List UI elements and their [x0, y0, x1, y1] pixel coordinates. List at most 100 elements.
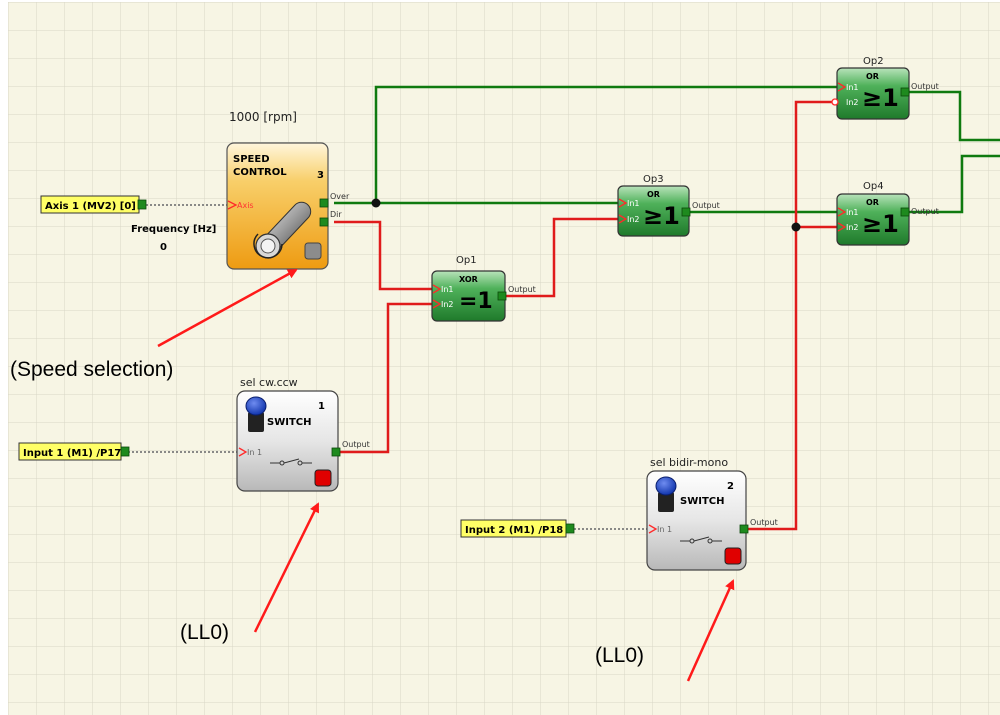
switch2-pin-in1: In 1 — [657, 525, 672, 534]
switch1-pin-output: Output — [342, 440, 370, 449]
annotation-speed-selection: (Speed selection) — [10, 358, 173, 381]
switch1-in1-pin-icon — [238, 447, 248, 457]
op4-output-port[interactable] — [900, 207, 910, 217]
input-input2-port[interactable] — [565, 523, 575, 534]
speed-control-status-indicator — [304, 242, 322, 260]
input-axis1-label: Axis 1 (MV2) [0] — [45, 201, 136, 212]
op1-output-port[interactable] — [497, 291, 507, 301]
speed-control-dir-port[interactable] — [319, 217, 329, 227]
switch1-caption: sel cw.ccw — [240, 376, 298, 389]
input-axis1[interactable]: Axis 1 (MV2) [0] — [40, 195, 147, 214]
wires — [128, 85, 1000, 531]
op4-in2-pin-icon — [837, 222, 847, 232]
op2-pin-output: Output — [911, 82, 939, 91]
speed-control-number: 3 — [317, 170, 324, 181]
input-input2[interactable]: Input 2 (M1) /P18 — [460, 519, 575, 538]
switch1-title: SWITCH — [267, 417, 311, 428]
annotation-ll0-b: (LL0) — [595, 644, 644, 667]
op2-pin-in2: In2 — [846, 98, 859, 107]
junction-dot-switch2 — [791, 222, 801, 232]
wire-dir-to-op1 — [334, 220, 434, 291]
pushbutton-icon — [655, 476, 677, 512]
op1-type: XOR — [459, 275, 478, 284]
wire-switch2-to-op2 — [746, 100, 832, 531]
frequency-label: Frequency [Hz] — [131, 224, 216, 235]
switch2-caption: sel bidir-mono — [650, 456, 728, 469]
op2-or-gate[interactable]: OR ≥1 In1 In2 Output — [831, 67, 939, 120]
input-input1-port[interactable] — [120, 446, 130, 457]
op4-in1-pin-icon — [837, 207, 847, 217]
switch-contact-icon — [680, 536, 722, 544]
switch2-in1-pin-icon — [648, 524, 658, 534]
pushbutton-icon — [245, 396, 267, 432]
op2-in1-pin-icon — [837, 82, 847, 92]
speed-control-pin-dir: Dir — [330, 210, 342, 219]
op2-output-port[interactable] — [900, 87, 910, 97]
annotation-ll0-a: (LL0) — [180, 621, 229, 644]
wire-op4-output — [908, 154, 1000, 214]
op3-type: OR — [647, 190, 660, 199]
op2-in2-negation-icon — [831, 98, 839, 106]
ll0-annotation-arrow-a — [253, 502, 320, 633]
wire-over-to-op2 — [374, 85, 839, 203]
switch2-number: 2 — [727, 481, 734, 492]
switch1-pin-in1: In 1 — [247, 448, 262, 457]
input-input1-label: Input 1 (M1) /P17 — [23, 448, 121, 459]
op3-or-gate[interactable]: OR ≥1 In1 In2 Output — [617, 185, 720, 237]
wire-switch1-to-op1 — [340, 302, 434, 454]
op4-caption: Op4 — [863, 181, 884, 192]
speed-control-caption: 1000 [rpm] — [229, 110, 297, 124]
motor-cylinder-icon — [253, 201, 312, 259]
ll0-annotation-arrow-b — [686, 579, 735, 682]
input-input1[interactable]: Input 1 (M1) /P17 — [18, 442, 130, 461]
switch2-output-port[interactable] — [739, 524, 749, 534]
op3-pin-output: Output — [692, 201, 720, 210]
speed-control-title-1: SPEED — [233, 154, 270, 165]
op3-symbol: ≥1 — [643, 202, 680, 230]
op3-pin-in2: In2 — [627, 215, 640, 224]
input-axis1-port[interactable] — [137, 199, 147, 210]
switch-contact-icon — [270, 458, 312, 466]
wire-op2-output — [908, 90, 1000, 142]
op4-pin-output: Output — [911, 207, 939, 216]
frequency-value: 0 — [160, 242, 167, 253]
op1-pin-in1: In1 — [441, 285, 454, 294]
op3-output-port[interactable] — [681, 207, 691, 217]
op3-in1-pin-icon — [618, 198, 628, 208]
op4-pin-in1: In1 — [846, 208, 859, 217]
op1-in2-pin-icon — [432, 299, 442, 309]
annotation-arrows — [157, 268, 735, 682]
switch2-status-led — [724, 547, 742, 565]
op2-symbol: ≥1 — [862, 84, 899, 112]
speed-control-axis-pin-icon — [227, 200, 238, 210]
switch1-block[interactable]: SWITCH 1 In 1 Output — [236, 390, 370, 492]
op4-or-gate[interactable]: OR ≥1 In1 In2 Output — [836, 193, 939, 246]
op1-in1-pin-icon — [432, 284, 442, 294]
speed-control-title-2: CONTROL — [233, 167, 287, 178]
op2-caption: Op2 — [863, 56, 884, 67]
speed-control-pin-over: Over — [330, 192, 350, 201]
speed-control-block[interactable]: SPEED CONTROL 3 Axis Over Dir — [226, 142, 350, 270]
wire-op1-to-op3 — [505, 217, 620, 298]
speed-annotation-arrow — [157, 268, 298, 348]
op4-type: OR — [866, 198, 879, 207]
op4-symbol: ≥1 — [862, 210, 899, 238]
op1-pin-output: Output — [508, 285, 536, 294]
op1-xor-gate[interactable]: XOR =1 In1 In2 Output — [431, 270, 536, 322]
input-input2-label: Input 2 (M1) /P18 — [465, 525, 563, 536]
switch2-block[interactable]: SWITCH 2 In 1 Output — [646, 470, 778, 571]
op1-symbol: =1 — [459, 289, 493, 314]
switch1-number: 1 — [318, 401, 325, 412]
op3-caption: Op3 — [643, 174, 664, 185]
op3-in2-pin-icon — [618, 214, 628, 224]
switch2-title: SWITCH — [680, 496, 724, 507]
op4-pin-in2: In2 — [846, 223, 859, 232]
speed-control-over-port[interactable] — [319, 198, 329, 208]
op2-type: OR — [866, 72, 879, 81]
junction-dot-over — [371, 198, 381, 208]
op2-pin-in1: In1 — [846, 83, 859, 92]
op1-caption: Op1 — [456, 255, 477, 266]
switch1-output-port[interactable] — [331, 447, 341, 457]
speed-control-pin-axis: Axis — [237, 201, 254, 210]
